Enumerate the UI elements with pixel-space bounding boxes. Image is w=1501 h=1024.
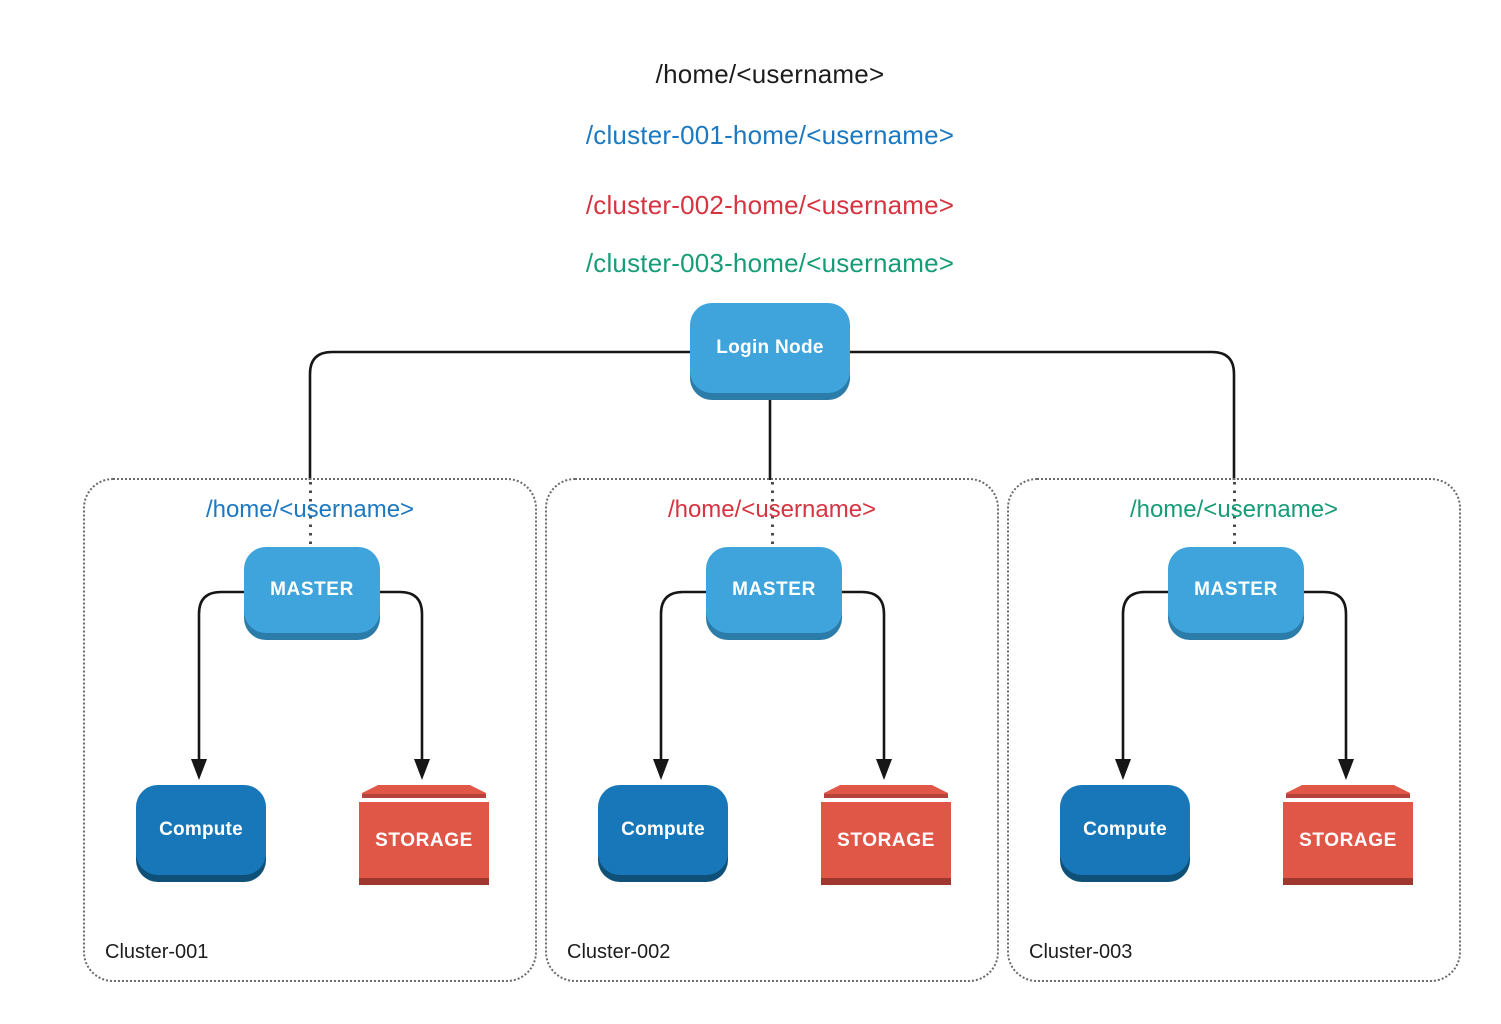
compute-node-label: Compute: [159, 819, 243, 840]
cluster-002-dotted-connector: [771, 482, 774, 546]
cluster-003-local-home-path: /home/<username>: [1129, 496, 1339, 523]
cluster-001-master-node: MASTER: [244, 547, 380, 633]
cluster-001-home-path-label: /cluster-001-home/<username>: [585, 120, 955, 150]
compute-node-label: Compute: [1083, 819, 1167, 840]
cluster-001-local-home-path: /home/<username>: [205, 496, 415, 523]
cluster-003-home-path-label: /cluster-003-home/<username>: [585, 248, 955, 278]
cluster-003-compute-node: Compute: [1060, 785, 1190, 875]
cluster-002-compute-arrowhead-icon: [653, 759, 669, 780]
cluster-003-dotted-connector: [1233, 482, 1236, 546]
cluster-002-master-node: MASTER: [706, 547, 842, 633]
cluster-002-home-path-label: /cluster-002-home/<username>: [585, 190, 955, 220]
compute-node-label: Compute: [621, 819, 705, 840]
cluster-001-storage-node: STORAGE: [359, 785, 489, 885]
cluster-002-compute-node: Compute: [598, 785, 728, 875]
root-home-path-label: /home/<username>: [655, 59, 885, 89]
cluster-003-storage-arrowhead-icon: [1338, 759, 1354, 780]
storage-node-label: STORAGE: [1299, 830, 1397, 851]
cluster-003-box: /home/<username> MASTER Compute STORAGE …: [1007, 478, 1461, 982]
master-node-label: MASTER: [1194, 579, 1278, 600]
login-node-label: Login Node: [716, 337, 824, 358]
master-node-label: MASTER: [732, 579, 816, 600]
cluster-001-name-label: Cluster-001: [105, 941, 209, 963]
cluster-003-name-label: Cluster-003: [1029, 941, 1133, 963]
cluster-002-storage-arrowhead-icon: [876, 759, 892, 780]
cluster-001-box: /home/<username> MASTER Compute STORAGE …: [83, 478, 537, 982]
cluster-003-master-node: MASTER: [1168, 547, 1304, 633]
storage-node-label: STORAGE: [837, 830, 935, 851]
storage-body: STORAGE: [1283, 802, 1413, 885]
cluster-002-name-label: Cluster-002: [567, 941, 671, 963]
storage-lid-icon: [362, 785, 486, 798]
storage-node-label: STORAGE: [375, 830, 473, 851]
master-node-label: MASTER: [270, 579, 354, 600]
cluster-003-storage-node: STORAGE: [1283, 785, 1413, 885]
cluster-002-box: /home/<username> MASTER Compute STORAGE …: [545, 478, 999, 982]
cluster-001-compute-node: Compute: [136, 785, 266, 875]
cluster-001-storage-arrowhead-icon: [414, 759, 430, 780]
storage-body: STORAGE: [359, 802, 489, 885]
cluster-001-compute-arrowhead-icon: [191, 759, 207, 780]
cluster-002-local-home-path: /home/<username>: [667, 496, 877, 523]
cluster-001-dotted-connector: [309, 482, 312, 546]
storage-body: STORAGE: [821, 802, 951, 885]
login-node: Login Node: [690, 303, 850, 393]
storage-lid-icon: [1286, 785, 1410, 798]
storage-lid-icon: [824, 785, 948, 798]
cluster-002-storage-node: STORAGE: [821, 785, 951, 885]
cluster-003-compute-arrowhead-icon: [1115, 759, 1131, 780]
